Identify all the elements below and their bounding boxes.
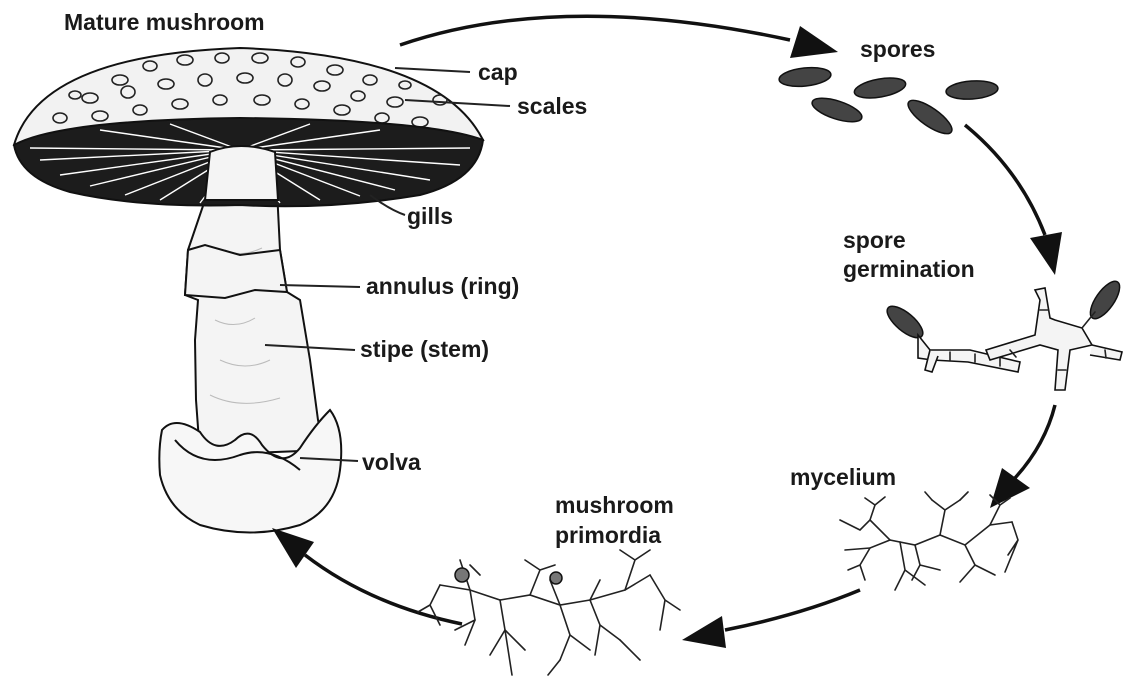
label-cap: cap — [478, 59, 518, 85]
arrow-to-germination — [965, 125, 1045, 235]
arrow-to-primordia — [725, 590, 860, 630]
spore — [853, 75, 907, 102]
primordium-knot — [455, 568, 469, 582]
arrow-to-mycelium — [1015, 405, 1055, 478]
label-annulus: annulus (ring) — [366, 273, 519, 299]
label-primordia-2: primordia — [555, 522, 661, 548]
spore — [904, 95, 957, 140]
spore — [945, 79, 998, 101]
arrow-to-spores — [400, 16, 790, 45]
primordium-knot — [550, 572, 562, 584]
label-spore-germination-1: spore — [843, 227, 906, 253]
label-spore-germination-2: germination — [843, 256, 975, 282]
label-volva: volva — [362, 449, 421, 475]
label-scales: scales — [517, 93, 587, 119]
label-spores: spores — [860, 36, 935, 62]
spore — [778, 65, 832, 88]
label-gills: gills — [407, 203, 453, 229]
label-mature-mushroom: Mature mushroom — [64, 9, 265, 35]
spore — [809, 93, 864, 126]
label-stipe: stipe (stem) — [360, 336, 489, 362]
primordia-illustration — [418, 550, 680, 675]
label-mycelium: mycelium — [790, 464, 896, 490]
annulus-shape — [185, 245, 287, 298]
spores-illustration — [778, 65, 998, 139]
germination-illustration — [882, 277, 1125, 390]
label-primordia-1: mushroom — [555, 492, 674, 518]
